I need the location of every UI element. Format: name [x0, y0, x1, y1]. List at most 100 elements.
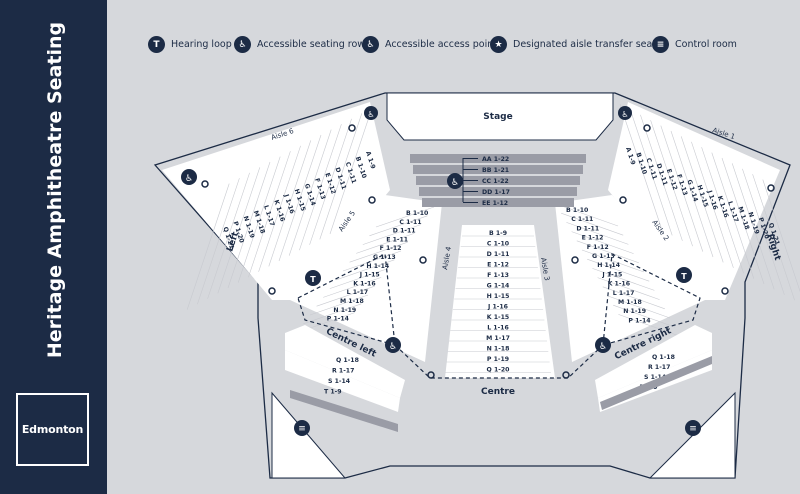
centre-row-label: F 1-13 — [487, 272, 509, 279]
centre-row-label: Q 1-20 — [487, 367, 511, 374]
control-room-icon: ≡ — [685, 420, 701, 436]
control-room-icon: ≡ — [294, 420, 310, 436]
control-room-left-area[interactable] — [271, 391, 347, 479]
centre-row-label: G 1-14 — [487, 283, 510, 290]
centre-left-row-label: T 1-9 — [324, 389, 342, 396]
svg-text:♿: ♿ — [621, 110, 628, 119]
inner-right-row-label: N 1-19 — [623, 308, 646, 315]
svg-text:♿: ♿ — [389, 342, 397, 352]
row-divider — [597, 277, 660, 300]
inner-left-row-label: N 1-19 — [333, 307, 356, 314]
svg-text:♿: ♿ — [367, 110, 374, 119]
row-divider — [660, 125, 704, 252]
hearing-loop-zone-right — [602, 253, 701, 346]
edmonton-logo: Edmonton — [16, 393, 89, 466]
row-divider — [375, 206, 435, 228]
section-outer-left[interactable] — [162, 102, 390, 300]
centre-row-label: D 1-11 — [487, 251, 510, 258]
front-row[interactable] — [413, 165, 583, 174]
legend-transfer-seat: ★ Designated aisle transfer seat — [490, 36, 656, 53]
legend-hearing-loop: T Hearing loop — [148, 36, 232, 53]
legend-label: Control room — [675, 39, 737, 50]
row-divider — [237, 156, 281, 283]
inner-right-rows: B 1-10C 1-11D 1-11E 1-12F 1-12G 1-13H 1-… — [555, 203, 681, 337]
hearing-loop-zone-centre — [394, 344, 604, 379]
stage-label: Stage — [483, 112, 512, 122]
centre-right-row-label: R 1-17 — [648, 364, 670, 371]
centre-left-row-label: S 1-14 — [328, 378, 351, 385]
svg-text:≡: ≡ — [689, 424, 697, 434]
centre-right-row-label: Q 1-18 — [652, 354, 675, 361]
accessible-row[interactable] — [290, 390, 398, 432]
row-divider — [762, 179, 800, 293]
row-divider — [592, 268, 655, 291]
section-outer-right[interactable] — [608, 102, 780, 300]
hearing-loop-icon: T — [676, 267, 692, 283]
row-divider — [555, 203, 619, 227]
star-icon: ★ — [490, 36, 507, 53]
row-divider — [299, 124, 342, 251]
row-divider — [336, 259, 395, 281]
section-centre-left[interactable] — [285, 325, 405, 398]
svg-text:≡: ≡ — [298, 424, 306, 434]
row-divider — [362, 224, 421, 245]
svg-text:T: T — [681, 272, 687, 281]
row-divider — [329, 107, 373, 235]
inner-right-row-label: D 1-11 — [576, 225, 599, 232]
stage[interactable] — [386, 92, 614, 141]
inner-left-row-label: H 1-14 — [366, 263, 390, 270]
section-inner-right[interactable] — [555, 195, 705, 362]
inner-right-row-label: J 1-15 — [601, 271, 622, 278]
inner-left-row-label: P 1-14 — [327, 316, 350, 323]
row-divider — [587, 258, 650, 282]
centre-row-label: E 1-12 — [487, 262, 509, 269]
accessible-access-point-icon: ♿ — [618, 106, 632, 120]
front-row[interactable] — [419, 187, 577, 196]
svg-text:♿: ♿ — [185, 174, 193, 184]
row-divider — [629, 109, 673, 236]
section-centre-right[interactable] — [595, 325, 712, 398]
inner-left-row-label: C 1-11 — [399, 219, 421, 226]
row-divider — [602, 286, 665, 310]
front-row[interactable] — [422, 198, 574, 207]
front-row[interactable] — [416, 176, 580, 185]
row-divider — [227, 161, 271, 289]
transfer-seat-markers — [201, 124, 775, 379]
row-divider — [701, 147, 744, 274]
centre-right-rows: Q 1-18R 1-17S 1-14T 1-9 — [600, 354, 712, 410]
row-divider — [197, 178, 240, 305]
accessible-row[interactable] — [600, 356, 712, 410]
centre-left-row-label: Q 1-18 — [336, 357, 359, 364]
centre-row-label: J 1-16 — [487, 304, 508, 311]
section-centre[interactable] — [445, 225, 555, 378]
inner-left-row-label: J 1-15 — [359, 272, 380, 279]
inner-right-row-label: C 1-11 — [571, 216, 593, 223]
row-divider — [309, 294, 369, 316]
row-divider — [561, 212, 624, 236]
section-centre-left-lower[interactable] — [285, 350, 400, 412]
row-divider — [268, 140, 312, 267]
inner-left-row-label: B 1-10 — [406, 210, 429, 217]
inner-left-row-label: E 1-11 — [386, 236, 408, 243]
front-row-label: AA 1-22 — [482, 156, 509, 163]
front-row[interactable] — [410, 154, 586, 163]
centre-row-label: B 1-9 — [489, 230, 507, 237]
legend-label: Hearing loop — [171, 39, 232, 50]
svg-text:♿: ♿ — [451, 178, 459, 188]
inner-left-row-label: G 1-13 — [373, 254, 396, 261]
right-label: Right — [764, 233, 782, 263]
row-divider — [349, 241, 408, 263]
inner-right-row-label: K 1-16 — [608, 281, 630, 288]
row-divider — [217, 167, 261, 294]
inner-right-row-label: L 1-17 — [613, 290, 635, 297]
inner-left-rows: B 1-10C 1-11D 1-11E 1-11F 1-12G 1-13H 1-… — [296, 206, 435, 333]
control-room-icon: ≡ — [652, 36, 669, 53]
front-row-label: BB 1-21 — [482, 167, 509, 174]
accessible-seating-icon: ♿ — [234, 36, 251, 53]
inner-right-row-label: P 1-14 — [628, 317, 651, 324]
inner-left-row-label: L 1-17 — [347, 289, 369, 296]
row-divider — [576, 240, 639, 264]
row-divider — [619, 103, 663, 231]
sidebar: Heritage Amphitheatre Seating Edmonton — [0, 0, 107, 494]
row-divider — [607, 295, 671, 319]
